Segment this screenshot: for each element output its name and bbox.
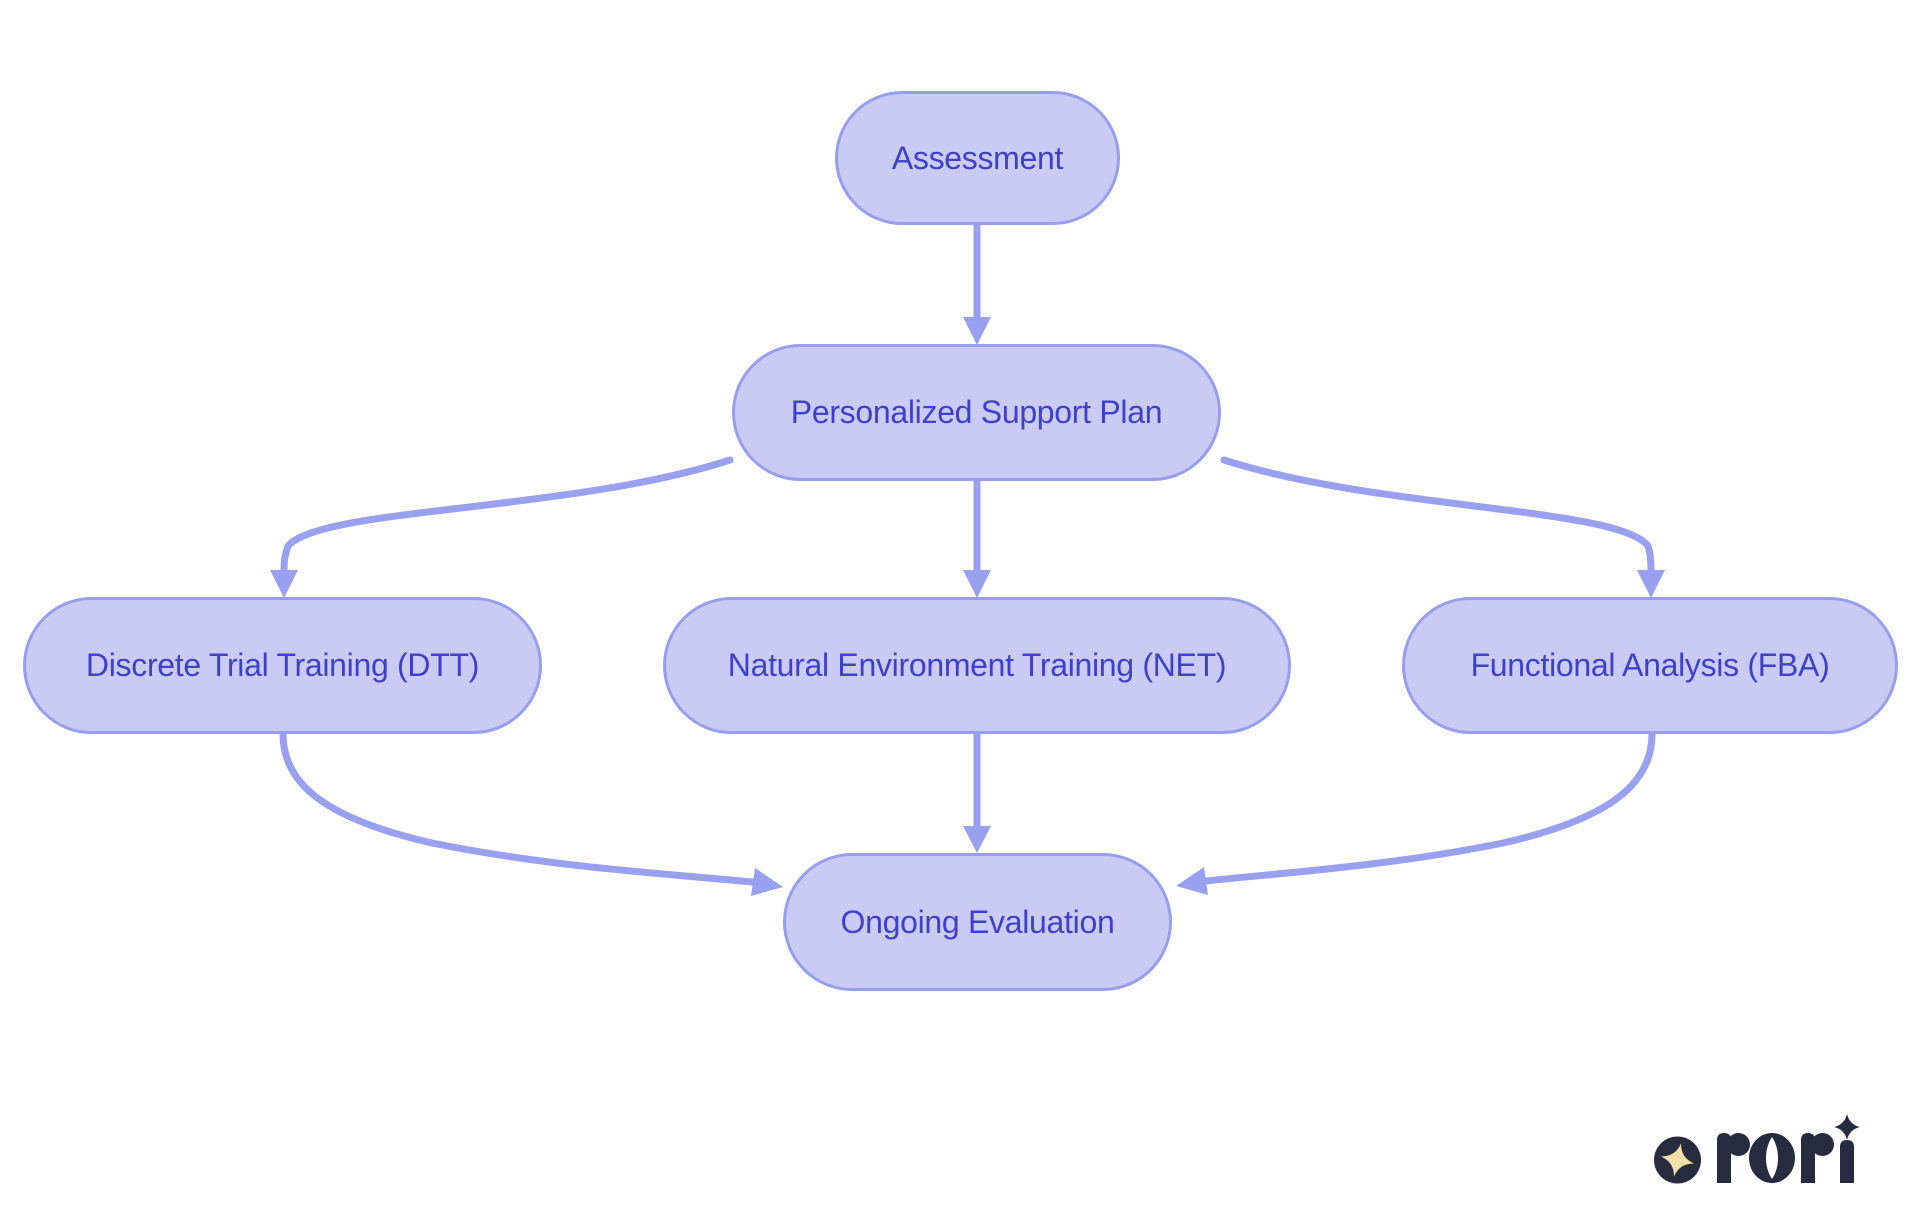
arrowhead-down-icon [963,570,991,598]
edge-net-to-ongoing-evaluation [963,730,991,853]
arrowhead-down-icon [1637,570,1665,598]
node-label: Natural Environment Training (NET) [727,647,1227,683]
arrowhead-left-icon [1176,867,1208,895]
node-label: Ongoing Evaluation [840,903,1115,940]
edge-personalized-support-plan-to-dtt [270,456,734,598]
node-assessment: Assessment [835,91,1120,225]
logo-wordmark [1717,1114,1860,1183]
node-label: Functional Analysis (FBA) [1470,647,1830,683]
edge-personalized-support-plan-to-fba [1220,456,1665,598]
node-ongoing-evaluation: Ongoing Evaluation [783,853,1172,991]
node-functional-analysis: Functional Analysis (FBA) [1402,597,1898,734]
rori-logo [1654,1114,1860,1184]
edge-personalized-support-plan-to-net [963,477,991,598]
sparkle-icon [1834,1114,1860,1140]
node-label: Assessment [891,139,1064,176]
node-natural-environment-training: Natural Environment Training (NET) [663,597,1291,734]
arrowhead-down-icon [963,826,991,853]
edge-fba-to-ongoing-evaluation [1176,730,1656,895]
edge-assessment-to-personalized-support-plan [963,221,991,345]
arrowhead-down-icon [963,317,991,345]
edge-dtt-to-ongoing-evaluation [279,730,783,896]
node-label: Personalized Support Plan [790,394,1163,430]
arrowhead-right-icon [751,868,783,896]
node-discrete-trial-training: Discrete Trial Training (DTT) [23,597,542,734]
node-label: Discrete Trial Training (DTT) [85,647,480,683]
sparkle-circle-icon [1654,1136,1701,1184]
node-personalized-support-plan: Personalized Support Plan [732,344,1221,481]
arrowhead-down-icon [270,570,298,598]
